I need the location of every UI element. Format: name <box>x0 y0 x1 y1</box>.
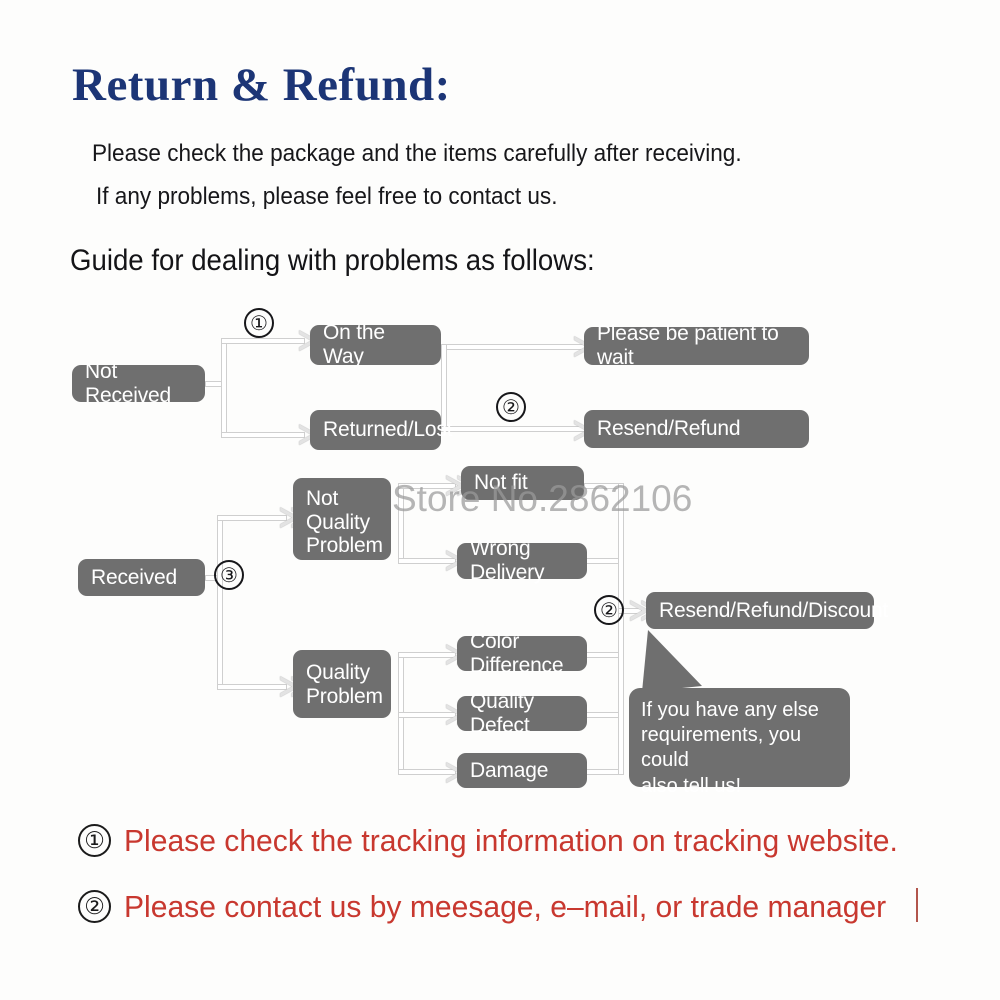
page-title: Return & Refund: <box>72 59 451 111</box>
node-please-be-patient-to-wait[interactable]: Please be patient to wait <box>584 322 809 369</box>
connector-ontheway-out <box>441 344 585 350</box>
connector-to-returnedlost <box>221 432 305 438</box>
flow-marker-3: ③ <box>214 560 244 590</box>
subtitle-line-2: If any problems, please feel free to con… <box>96 183 558 210</box>
note-number-1: ① <box>78 824 111 857</box>
connector-received-bus <box>217 515 223 690</box>
connector-to-ontheway <box>221 338 305 344</box>
node-received[interactable]: Received <box>78 559 205 596</box>
connector-to-qualitydefect <box>398 712 456 718</box>
note-number-2: ② <box>78 890 111 923</box>
node-color-difference[interactable]: Color Difference <box>457 630 587 677</box>
connector-to-notfit <box>398 483 456 489</box>
callout-bubble: If you have any else requirements, you c… <box>629 688 850 797</box>
node-damage[interactable]: Damage <box>457 753 587 788</box>
node-quality-defect[interactable]: Quality Defect <box>457 690 587 737</box>
node-resend-refund-discount[interactable]: Resend/Refund/Discount <box>646 592 888 629</box>
guide-heading: Guide for dealing with problems as follo… <box>70 244 595 277</box>
flow-marker-1: ① <box>244 308 274 338</box>
node-not-quality-problem[interactable]: Not Quality Problem <box>293 478 391 560</box>
connector-to-resendrefund <box>441 426 587 432</box>
subtitle-line-1: Please check the package and the items c… <box>92 140 742 167</box>
flow-marker-4: ② <box>594 595 624 625</box>
connector-to-notquality <box>217 515 287 521</box>
node-not-fit[interactable]: Not fit <box>461 466 584 500</box>
connector-to-quality <box>217 684 287 690</box>
connector-notreceived-bus <box>221 338 227 438</box>
note-text-1: Please check the tracking information on… <box>124 823 898 858</box>
connector-merge-bus <box>618 483 624 775</box>
node-quality-problem[interactable]: Quality Problem <box>293 650 391 718</box>
node-returned-lost[interactable]: Returned/Lost <box>310 410 453 450</box>
node-wrong-delivery[interactable]: Wrong Delivery <box>457 537 587 584</box>
connector-to-damage <box>398 769 456 775</box>
note-text-2: Please contact us by meesage, e–mail, or… <box>124 889 887 924</box>
flow-marker-2: ② <box>496 392 526 422</box>
node-resend-refund[interactable]: Resend/Refund <box>584 410 809 448</box>
callout-tail <box>642 630 702 692</box>
connector-to-colordifference <box>398 652 456 658</box>
connector-to-wrongdelivery <box>398 558 456 564</box>
store-watermark: Store No.2862106 <box>392 478 693 519</box>
node-not-received[interactable]: Not Received <box>72 360 205 407</box>
node-on-the-way[interactable]: On the Way <box>310 321 441 368</box>
text-caret <box>916 888 918 922</box>
